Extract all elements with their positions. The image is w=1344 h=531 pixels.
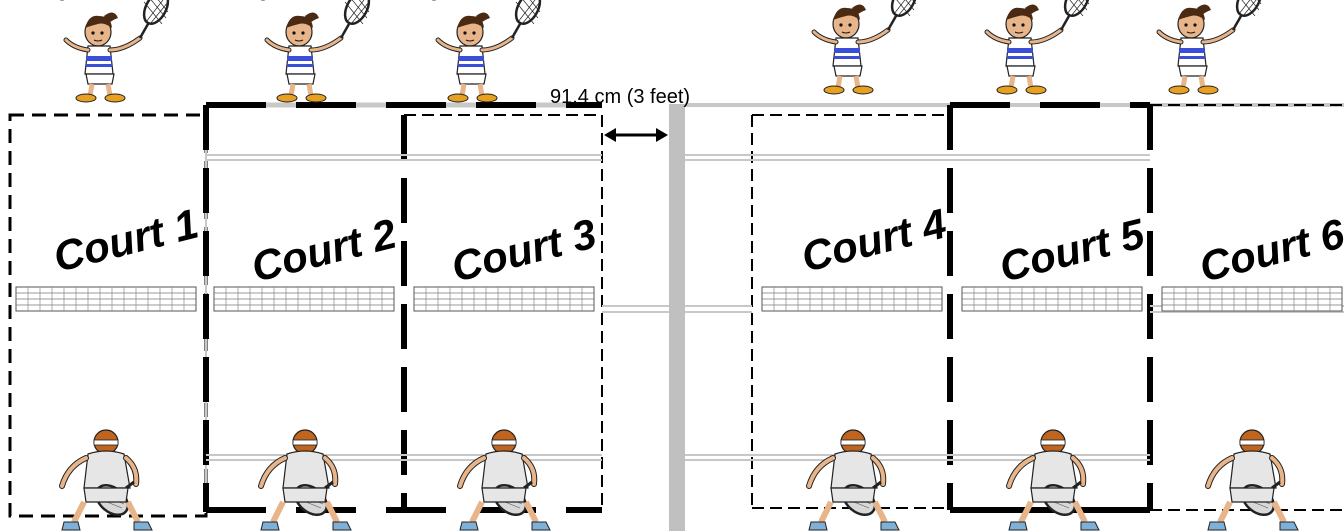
player-bottom-court-5 bbox=[1009, 430, 1099, 530]
court-2-net bbox=[214, 287, 394, 311]
separation-label: 91.4 cm (3 feet) bbox=[550, 86, 690, 108]
player-top-court-3 bbox=[428, 0, 545, 102]
court-5-label: Court 5 bbox=[995, 209, 1150, 290]
player-bottom-court-6 bbox=[1208, 430, 1298, 530]
player-top-court-6 bbox=[1149, 0, 1266, 94]
player-bottom-court-2 bbox=[261, 430, 351, 530]
player-top-court-5 bbox=[977, 0, 1094, 94]
player-top-court-4 bbox=[804, 0, 921, 94]
court-2-label: Court 2 bbox=[247, 210, 401, 291]
player-top-court-2 bbox=[257, 0, 374, 102]
court-3-label: Court 3 bbox=[447, 210, 601, 291]
court-1-net bbox=[16, 287, 196, 311]
player-bottom-court-3 bbox=[460, 430, 550, 530]
player-top-court-1 bbox=[56, 0, 173, 102]
court-3-net bbox=[414, 287, 594, 311]
court-6-net bbox=[1162, 287, 1342, 311]
player-bottom-court-4 bbox=[809, 430, 899, 530]
court-4-net bbox=[762, 287, 942, 311]
court-6-label: Court 6 bbox=[1195, 209, 1344, 290]
court-5-net bbox=[962, 287, 1142, 311]
court-4-label: Court 4 bbox=[797, 200, 951, 281]
center-divider bbox=[669, 104, 685, 531]
court-1-label: Court 1 bbox=[49, 200, 203, 281]
separation-arrow bbox=[604, 128, 668, 142]
